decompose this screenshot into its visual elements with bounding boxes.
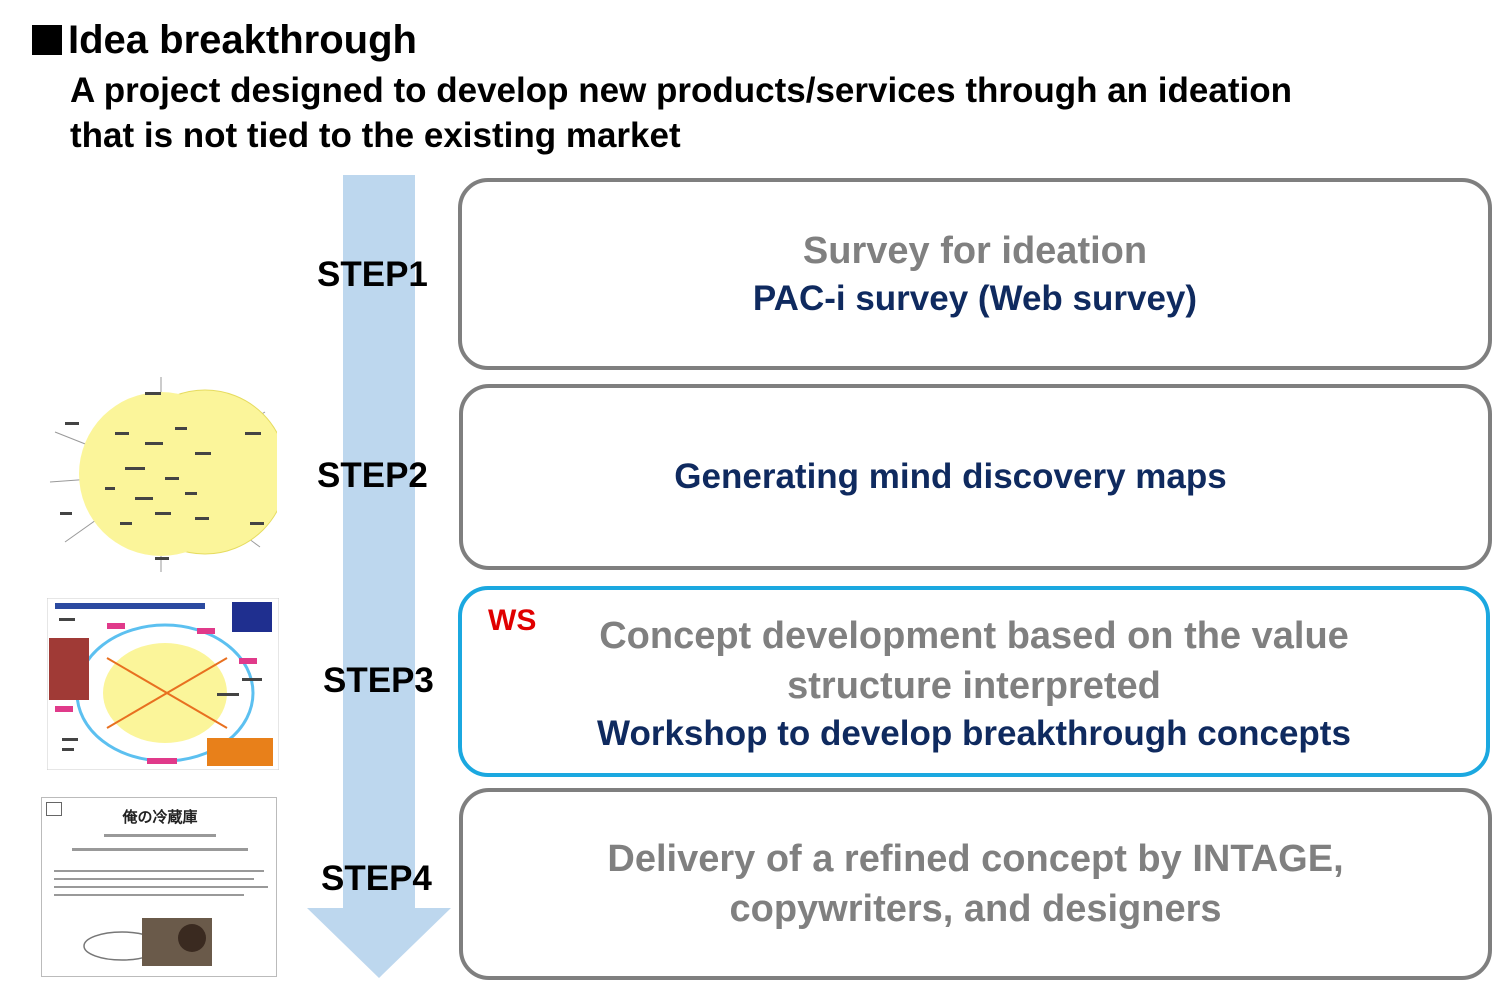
value-structure-thumbnail [47, 598, 279, 770]
concept-sheet-body [54, 834, 268, 966]
step-3-heading-line-1: Concept development based on the value [599, 614, 1349, 657]
square-bullet-icon [32, 25, 62, 55]
page-title-text: Idea breakthrough [68, 18, 417, 62]
step-3-heading-line-2: structure interpreted [787, 664, 1161, 707]
page-subtitle: A project designed to develop new produc… [70, 68, 1450, 158]
step-1-box: Survey for ideation PAC-i survey (Web su… [458, 178, 1492, 370]
ws-badge: WS [488, 604, 537, 637]
step-2-method: Generating mind discovery maps [674, 457, 1227, 496]
concept-sheet-thumbnail: 俺の冷蔵庫 [41, 797, 277, 977]
concept-sheet-number-box [46, 802, 62, 816]
step-label-4: STEP4 [321, 859, 432, 898]
step-label-2: STEP2 [317, 456, 428, 495]
step-4-heading-line-2: copywriters, and designers [729, 888, 1222, 930]
step-label-3: STEP3 [323, 661, 434, 700]
step-4-box: Delivery of a refined concept by INTAGE,… [459, 788, 1492, 980]
mind-map-thumbnail [49, 377, 277, 572]
concept-sheet-title: 俺の冷蔵庫 [122, 809, 198, 826]
subtitle-line-1: A project designed to develop new produc… [70, 71, 1292, 110]
step-3-method: Workshop to develop breakthrough concept… [597, 713, 1351, 753]
step-label-1: STEP1 [317, 255, 428, 294]
step-3-box: WS Concept development based on the valu… [458, 586, 1490, 777]
page-title: Idea breakthrough [32, 18, 417, 63]
step-1-method: PAC-i survey (Web survey) [752, 279, 1198, 318]
step-2-box: Generating mind discovery maps [459, 384, 1492, 570]
step-1-heading: Survey for ideation [802, 230, 1148, 272]
step-4-heading-line-1: Delivery of a refined concept by INTAGE, [607, 838, 1344, 880]
subtitle-line-2: that is not tied to the existing market [70, 116, 681, 155]
